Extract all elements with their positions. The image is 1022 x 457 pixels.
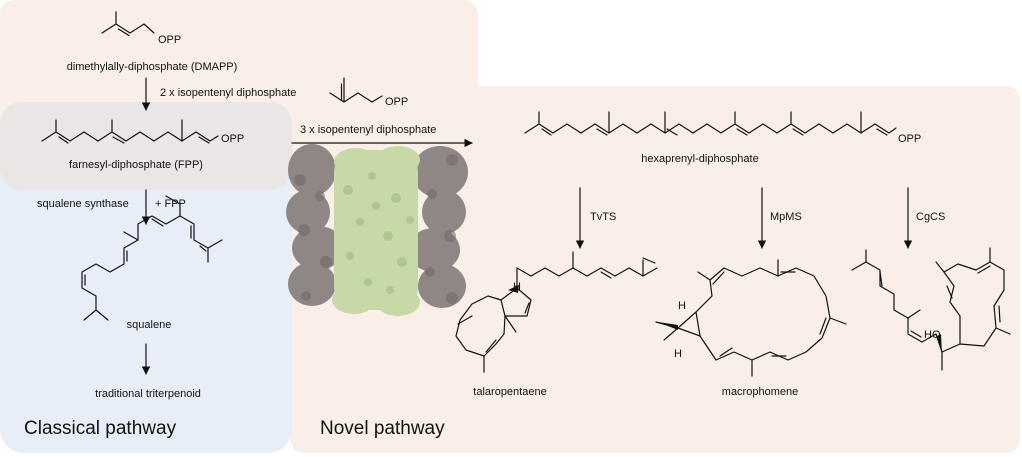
fpp-opp-label: OPP <box>221 133 245 145</box>
fpp-band <box>0 102 292 190</box>
cgcs-label: CgCS <box>916 211 946 223</box>
squalene-synthase-label: squalene synthase <box>37 198 129 210</box>
macro-h-top-label: H <box>678 300 686 312</box>
macro-h-bottom-label: H <box>674 348 682 360</box>
classical-pathway-title: Classical pathway <box>24 418 177 439</box>
reaction-arrows <box>141 77 913 375</box>
tvts-label: TvTS <box>590 211 617 223</box>
ipp3-label: 3 x isopentenyl diphosphate <box>300 124 437 136</box>
dmapp-opp-label: OPP <box>158 34 182 46</box>
ipp-structure <box>329 77 383 103</box>
stereo-bonds <box>508 285 942 354</box>
novel-pathway-title: Novel pathway <box>320 418 445 439</box>
dmapp-structure <box>101 11 155 37</box>
ipp2-label: 2 x isopentenyl diphosphate <box>160 87 297 99</box>
hexaprenyl-structure <box>524 111 897 136</box>
plus-fpp-label: + FPP <box>155 198 186 210</box>
talaro-h-label: H <box>513 281 521 293</box>
hexaprenyl-opp-label: OPP <box>898 133 922 145</box>
dmapp-label: dimethylally-diphosphate (DMAPP) <box>66 61 238 73</box>
cgcs-product-structure <box>851 247 1011 371</box>
enzyme-structure <box>286 144 468 316</box>
fpp-label: farnesyl-diphosphate (FPP) <box>69 159 203 171</box>
ipp-opp-label: OPP <box>385 96 409 108</box>
fpp-structure <box>41 119 219 144</box>
talaropentaene-label: talaropentaene <box>473 386 547 398</box>
squalene-label: squalene <box>126 319 172 331</box>
squalene-structure <box>81 195 223 321</box>
cgcs-ho-label: HO <box>924 329 941 341</box>
macrophomene-label: macrophomene <box>721 386 799 398</box>
hexaprenyl-label: hexaprenyl-diphosphate <box>641 153 759 165</box>
mpms-label: MpMS <box>770 211 802 223</box>
triterpenoid-label: traditional triterpenoid <box>95 388 201 400</box>
